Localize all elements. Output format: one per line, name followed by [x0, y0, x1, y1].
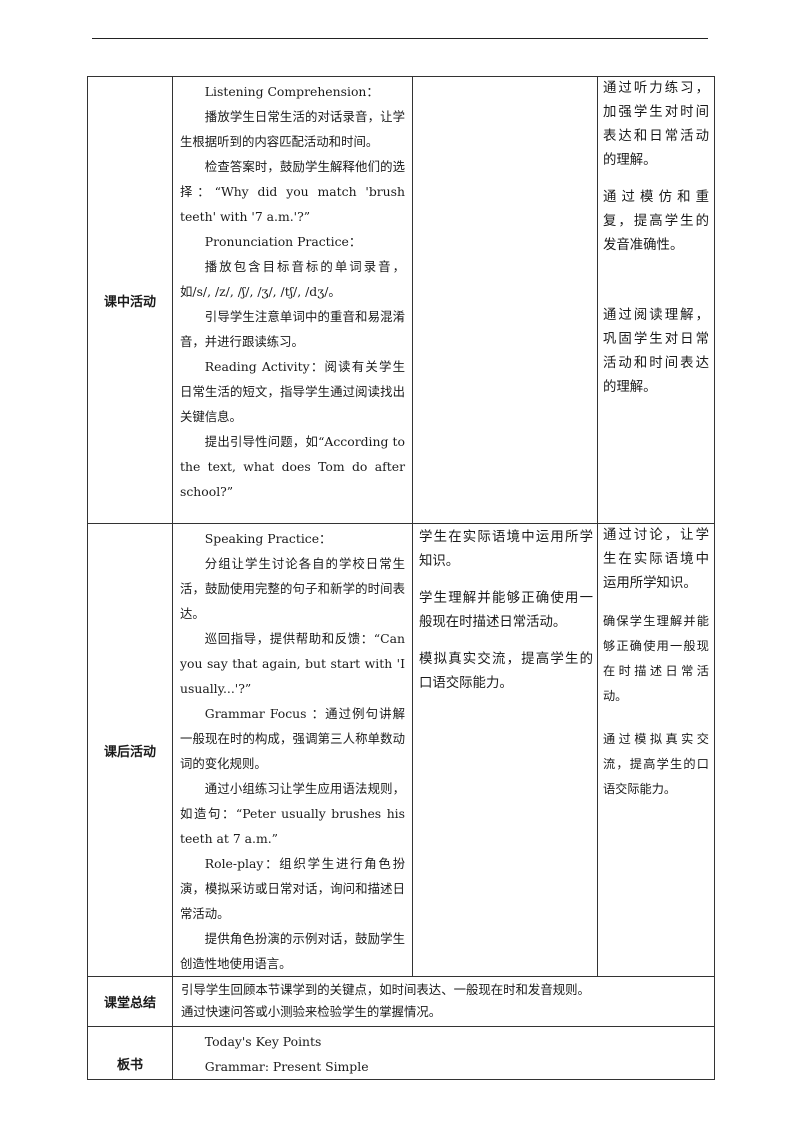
- activity-line: Listening Comprehension：: [204, 84, 379, 99]
- summary-line: 引导学生回顾本节课学到的关键点，如时间表达、一般现在时和发音规则。: [181, 982, 590, 997]
- lesson-plan-table: 课中活动 Listening Comprehension： 播放学生日常生活的对…: [87, 76, 715, 1080]
- blackboard-line: Today's Key Points: [204, 1034, 322, 1049]
- student-activity-cell: 学生在实际语境中运用所学知识。 学生理解并能够正确使用一般现在时描述日常活动。 …: [412, 523, 598, 977]
- activity-line: 通过小组练习让学生应用语法规则，如造句：“Peter usually brush…: [180, 781, 405, 846]
- activity-line: Grammar Focus ：通过例句讲解一般现在时的构成，强调第三人称单数动词…: [180, 706, 405, 771]
- activity-line: Reading Activity：阅读有关学生日常生活的短文，指导学生通过阅读找…: [180, 359, 405, 424]
- header-rule: [92, 38, 708, 39]
- purpose-text: 确保学生理解并能够正确使用一般现在时描述日常活动。: [603, 614, 709, 703]
- purpose-text: 通过阅读理解，巩固学生对日常活动和时间表达的理解。: [603, 308, 709, 395]
- activity-line: 提出引导性问题，如“According to the text, what do…: [180, 434, 405, 499]
- activity-line: Speaking Practice：: [204, 531, 332, 546]
- activity-line: 引导学生注意单词中的重音和易混淆音，并进行跟读练习。: [180, 309, 405, 349]
- activity-line: 检查答案时，鼓励学生解释他们的选择：“Why did you match 'br…: [180, 159, 405, 224]
- row-label: 课后活动: [87, 523, 173, 977]
- activity-line: 播放包含目标音标的单词录音，如/s/, /z/, /ʃ/, /ʒ/, /tʃ/,…: [180, 259, 405, 299]
- activity-line: 分组让学生讨论各自的学校日常生活，鼓励使用完整的句子和新学的时间表达。: [180, 556, 405, 621]
- student-text: 学生在实际语境中运用所学知识。: [419, 530, 593, 569]
- purpose-text: 通过模仿和重复，提高学生的发音准确性。: [603, 190, 709, 253]
- teacher-activity-cell: Listening Comprehension： 播放学生日常生活的对话录音，让…: [172, 76, 413, 524]
- row-blackboard: 板书 Today's Key Points Grammar: Present S…: [87, 1026, 715, 1080]
- activity-line: 巡回指导，提供帮助和反馈：“Can you say that again, bu…: [180, 631, 405, 696]
- student-activity-cell: [412, 76, 598, 524]
- purpose-text: 通过讨论，让学生在实际语境中运用所学知识。: [603, 528, 709, 591]
- purpose-text: 通过听力练习，加强学生对时间表达和日常活动的理解。: [603, 81, 709, 168]
- row-label: 板书: [87, 1026, 173, 1080]
- student-text: 模拟真实交流，提高学生的口语交际能力。: [419, 652, 593, 691]
- activity-line: Pronunciation Practice：: [204, 234, 362, 249]
- summary-line: 通过快速问答或小测验来检验学生的掌握情况。: [181, 1004, 442, 1019]
- purpose-text: 通过模拟真实交流，提高学生的口语交际能力。: [603, 732, 709, 796]
- row-label: 课中活动: [87, 76, 173, 524]
- summary-cell: 引导学生回顾本节课学到的关键点，如时间表达、一般现在时和发音规则。 通过快速问答…: [172, 976, 715, 1027]
- activity-line: Role-play：组织学生进行角色扮演，模拟采访或日常对话，询问和描述日常活动…: [180, 856, 405, 921]
- row-label: 课堂总结: [87, 976, 173, 1027]
- row-in-class-activities: 课中活动 Listening Comprehension： 播放学生日常生活的对…: [87, 76, 715, 524]
- row-class-summary: 课堂总结 引导学生回顾本节课学到的关键点，如时间表达、一般现在时和发音规则。 通…: [87, 976, 715, 1027]
- row-after-class-activities: 课后活动 Speaking Practice： 分组让学生讨论各自的学校日常生活…: [87, 523, 715, 977]
- activity-line: 播放学生日常生活的对话录音，让学生根据听到的内容匹配活动和时间。: [180, 109, 405, 149]
- activity-line: 提供角色扮演的示例对话，鼓励学生创造性地使用语言。: [180, 931, 405, 971]
- design-purpose-cell: 通过听力练习，加强学生对时间表达和日常活动的理解。 通过模仿和重复，提高学生的发…: [597, 76, 715, 524]
- design-purpose-cell: 通过讨论，让学生在实际语境中运用所学知识。 确保学生理解并能够正确使用一般现在时…: [597, 523, 715, 977]
- teacher-activity-cell: Speaking Practice： 分组让学生讨论各自的学校日常生活，鼓励使用…: [172, 523, 413, 977]
- blackboard-line: Grammar: Present Simple: [204, 1059, 369, 1074]
- student-text: 学生理解并能够正确使用一般现在时描述日常活动。: [419, 591, 593, 630]
- blackboard-cell: Today's Key Points Grammar: Present Simp…: [172, 1026, 715, 1080]
